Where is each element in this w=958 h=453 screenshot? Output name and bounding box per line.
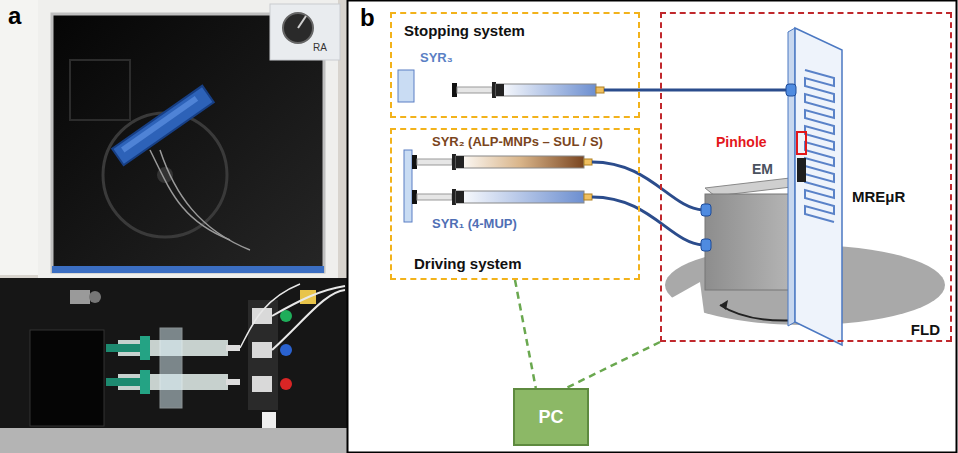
illustration-part [457, 87, 492, 93]
knob-label: RA [313, 42, 327, 53]
illustration-part [112, 86, 214, 165]
illustration-part [112, 86, 214, 165]
panel-frame [348, 1, 957, 453]
illustration-part [496, 84, 504, 96]
illustration-part [30, 330, 104, 426]
part-label: MREμR [852, 188, 905, 205]
illustration-part [456, 191, 584, 203]
illustration-part [412, 190, 417, 204]
illustration-part [584, 159, 592, 165]
panel-letter: b [360, 4, 375, 32]
illustration-part [106, 344, 140, 352]
illustration-part [226, 379, 240, 385]
illustration-part [720, 300, 728, 310]
microreactor-chip [788, 28, 842, 345]
photo-syringes [106, 328, 240, 408]
illustration-part [52, 266, 324, 273]
illustration-part [456, 156, 584, 168]
part-label: EM [752, 161, 773, 177]
illustration-part [701, 239, 711, 251]
illustration-part [0, 428, 347, 453]
part-label: Pinhole [716, 134, 767, 150]
group-box: FLD [660, 12, 952, 342]
illustration-part [89, 291, 101, 303]
illustration-part [0, 0, 347, 453]
tubing [592, 90, 786, 245]
illustration-part [298, 16, 306, 28]
illustration-part [140, 336, 150, 360]
illustration-part [160, 150, 250, 250]
illustration-part [452, 189, 456, 205]
illustration-part [280, 378, 292, 390]
illustration-part [248, 300, 278, 410]
illustration-part [0, 278, 347, 428]
illustration-part [795, 28, 842, 345]
illustration-part [705, 194, 800, 290]
illustration-part [283, 13, 313, 43]
illustration-part [240, 284, 300, 348]
illustration-part [705, 178, 800, 196]
illustration-part [452, 83, 457, 97]
illustration-part [417, 159, 452, 165]
connector-line [515, 280, 536, 388]
illustration-part [270, 4, 340, 60]
illustration-part [412, 155, 417, 169]
connector-line [566, 342, 660, 388]
photo-valves [240, 284, 345, 428]
computer-box: PC [513, 388, 589, 446]
chip-holder [705, 178, 800, 290]
illustration-part [121, 96, 198, 153]
illustration-part [788, 28, 795, 326]
illustration-part [452, 154, 456, 170]
node-title: PC [538, 407, 563, 428]
illustration-part [280, 344, 292, 356]
illustration-part [252, 342, 272, 358]
illustration-part [106, 378, 140, 386]
illustration-part [701, 204, 711, 216]
syringe [412, 189, 592, 205]
illustration-part [38, 0, 338, 278]
illustration-part [797, 132, 806, 154]
illustration-part [252, 376, 272, 392]
illustration-part [280, 310, 292, 322]
illustration-part [417, 194, 452, 200]
illustration-part [262, 412, 276, 428]
illustration-part [272, 290, 345, 350]
illustration-part [604, 89, 786, 92]
illustration-part [592, 162, 703, 210]
syringe-pump [404, 150, 412, 222]
illustration-part [584, 194, 592, 200]
illustration-part [592, 197, 703, 245]
node-title: Stopping system [404, 22, 525, 39]
group-box: Driving system [390, 128, 640, 280]
node-title: FLD [911, 321, 940, 338]
illustration-part [496, 84, 596, 96]
illustration-part [492, 82, 496, 98]
illustration-part [226, 345, 240, 351]
syringe-label: SYR₁ (4-MUP) [432, 216, 517, 231]
illustration-part [456, 191, 464, 203]
syringe-pump [398, 70, 414, 102]
illustration-part [786, 84, 796, 96]
syringe [452, 82, 604, 98]
illustration-part [160, 328, 182, 408]
illustration-part [70, 60, 130, 120]
illustration-part [668, 282, 705, 320]
illustration-part [805, 70, 834, 222]
tube-connector [701, 84, 796, 251]
group-box: Stopping system [390, 12, 640, 118]
illustration-part [596, 87, 604, 93]
syringe-label: SYR₃ [420, 50, 453, 65]
illustration-part [150, 150, 230, 240]
illustration-part [456, 156, 464, 168]
instrument-photo [0, 0, 347, 453]
illustration-part [272, 286, 345, 316]
illustration-part [140, 370, 150, 394]
panel-letter: a [8, 2, 21, 30]
illustration-part [797, 158, 806, 182]
syringe [412, 154, 592, 170]
syringe-label: SYR₂ (ALP-MNPs – SUL / S) [432, 134, 603, 149]
illustration-part [70, 290, 90, 304]
node-title: Driving system [414, 255, 522, 272]
